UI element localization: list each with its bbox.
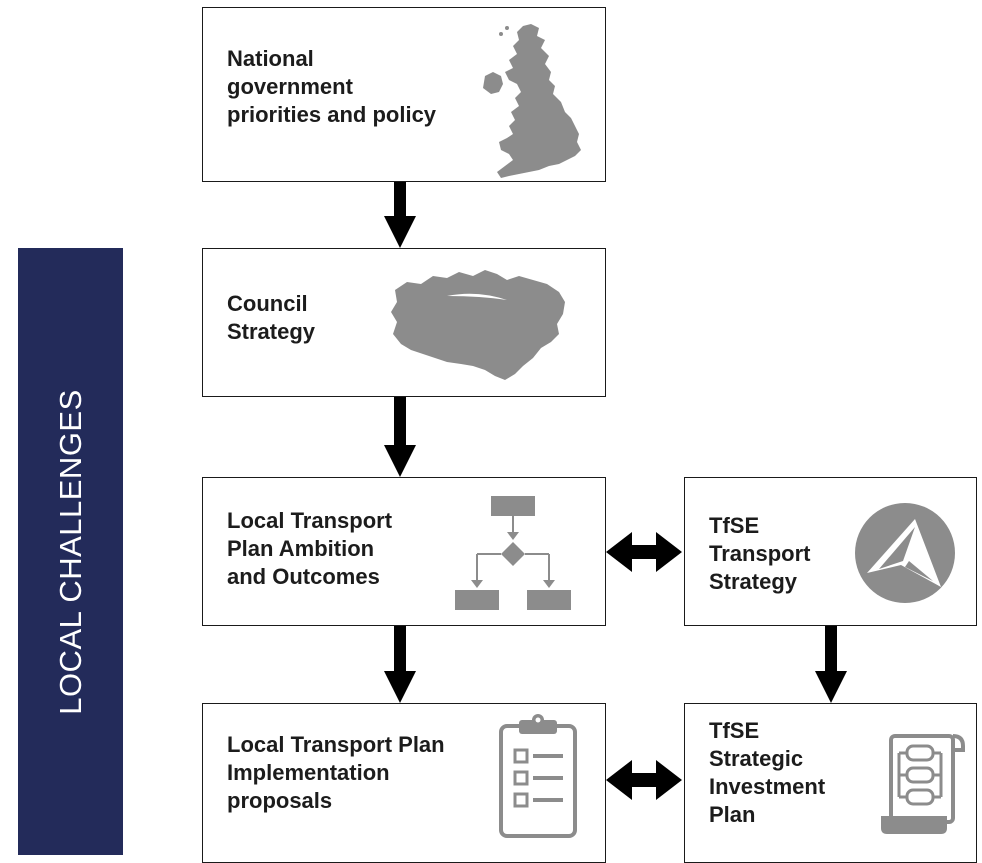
arrow-national-to-council [384,182,416,248]
arrow-ltp-ambition-to-implementation [384,626,416,703]
clipboard-checklist-icon [499,714,577,838]
tfse-strategic-investment-plan-box: TfSE Strategic Investment Plan [684,703,977,863]
tfse-strategic-investment-plan-label: TfSE Strategic Investment Plan [709,718,826,827]
ltp-ambition-label: Local Transport Plan Ambition and Outcom… [227,508,393,589]
ltp-implementation-label: Local Transport Plan Implementation prop… [227,732,445,813]
tfse-transport-strategy-label: TfSE Transport Strategy [709,513,811,594]
national-government-label: National government priorities and polic… [227,46,437,127]
double-arrow-ltp-implementation-tfse-sip [606,760,682,800]
tfse-logo-icon [855,503,955,603]
scroll-plan-icon [881,734,965,834]
national-government-box: National government priorities and polic… [202,7,606,182]
ltp-ambition-box: Local Transport Plan Ambition and Outcom… [202,477,606,626]
tfse-transport-strategy-box: TfSE Transport Strategy [684,477,977,626]
county-map-icon [391,270,565,380]
double-arrow-ltp-ambition-tfse-strategy [606,532,682,572]
uk-map-icon [483,24,581,178]
arrow-council-to-ltp-ambition [384,397,416,477]
ltp-implementation-box: Local Transport Plan Implementation prop… [202,703,606,863]
flowchart-icon [455,496,571,610]
council-strategy-box: Council Strategy [202,248,606,397]
council-strategy-label: Council Strategy [227,291,316,344]
arrow-tfse-strategy-to-sip [815,626,847,703]
local-challenges-bar: LOCAL CHALLENGES [18,248,123,855]
